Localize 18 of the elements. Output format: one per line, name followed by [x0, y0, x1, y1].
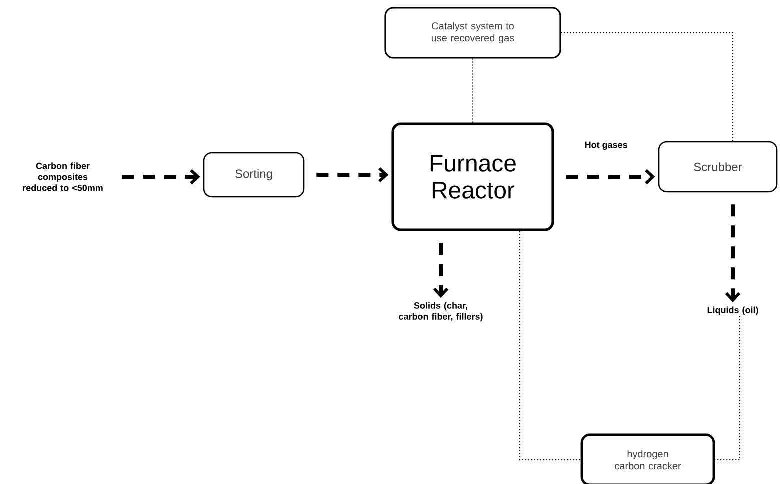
arrow: [566, 169, 656, 185]
stream-label: Carbon fiber composites reduced to <50mm: [23, 162, 103, 192]
process-box: Scrubber: [658, 141, 778, 193]
arrow: [316, 167, 389, 183]
arrow: [725, 204, 741, 303]
connector-line: [560, 32, 734, 142]
connector-line: [714, 316, 740, 460]
edge-label: Hot gases: [584, 140, 629, 152]
stream-label: Liquids (oil): [708, 306, 758, 316]
connector-line: [472, 58, 474, 124]
stream-label: Solids (char, carbon fiber, fillers): [399, 302, 483, 322]
process-box: Catalyst system to use recovered gas: [384, 7, 562, 59]
process-box: hydrogen carbon cracker: [580, 434, 716, 484]
arrow: [433, 243, 449, 298]
arrow: [122, 169, 200, 185]
connector-line: [520, 230, 582, 460]
process-box: Sorting: [203, 152, 305, 198]
process-box: Furnace Reactor: [392, 122, 554, 232]
